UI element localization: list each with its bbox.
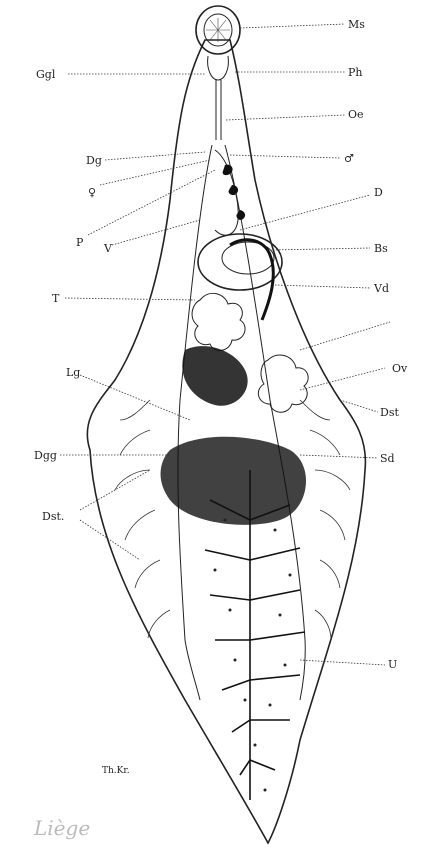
label-ms: Ms: [348, 18, 365, 31]
signature-text: Th.Kr.: [102, 766, 130, 776]
label-u: U: [388, 658, 397, 671]
intestine-left: [178, 145, 212, 700]
oesophagus: [216, 80, 221, 140]
label-dgg: Dgg: [34, 449, 57, 462]
genital-coils: [223, 165, 246, 220]
label-ov: Ov: [392, 362, 408, 375]
oral-sucker-rays: [206, 18, 230, 42]
handwritten-note: Liège: [33, 816, 90, 840]
label-vd: Vd: [373, 282, 389, 295]
intestine-right: [225, 145, 305, 700]
testis-anterior: [192, 293, 245, 350]
testis-posterior: [258, 355, 308, 412]
vitellaria-left: [115, 400, 170, 638]
label-t: T: [52, 292, 60, 305]
label-dst-left: Dst.: [42, 510, 64, 523]
label-bs: Bs: [374, 242, 388, 255]
label-d: D: [374, 186, 383, 199]
label-p: P: [76, 236, 84, 249]
label-male: ♂: [344, 152, 354, 165]
label-lg: Lg: [66, 366, 80, 379]
label-dst-right: Dst: [380, 406, 399, 419]
vitellaria-right: [300, 400, 350, 638]
label-ph: Ph: [348, 66, 363, 79]
label-ggl: Ggl: [36, 68, 56, 81]
leader-lines: [60, 24, 390, 665]
label-oe: Oe: [348, 108, 364, 121]
label-v: V: [103, 242, 113, 255]
label-sd: Sd: [380, 452, 395, 465]
pharynx: [208, 56, 229, 80]
label-dg: Dg: [86, 154, 102, 167]
label-female: ♀: [88, 186, 96, 199]
